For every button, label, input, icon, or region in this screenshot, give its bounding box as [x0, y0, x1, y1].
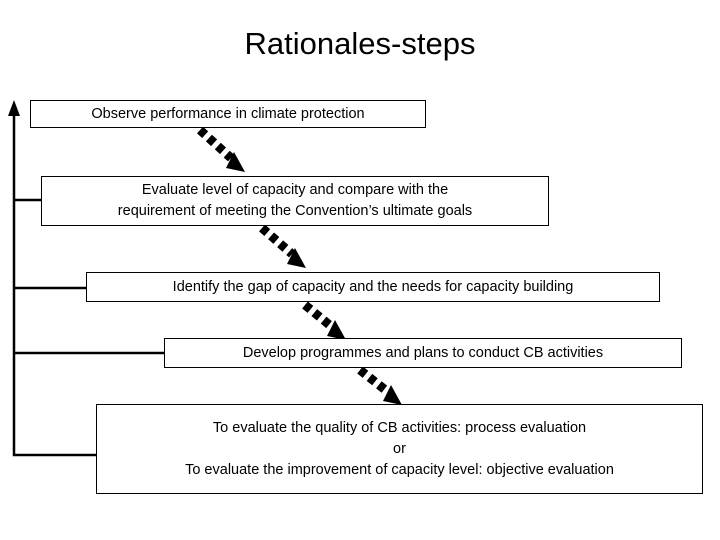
flow-step-5-line-3: To evaluate the improvement of capacity … — [185, 461, 614, 478]
flow-step-1-line-1: Observe performance in climate protectio… — [91, 105, 365, 122]
arrow-step3-step4 — [302, 301, 346, 340]
step-arrows — [196, 126, 402, 405]
feedback-connectors — [12, 114, 164, 457]
arrow-step1-step2 — [196, 126, 245, 172]
flow-step-2-line-1: Evaluate level of capacity and compare w… — [141, 182, 449, 198]
page-title: Rationales-steps — [244, 26, 476, 61]
flow-step-5: To evaluate the quality of CB activities… — [96, 404, 703, 494]
feedback-spine — [12, 114, 96, 457]
flow-step-5-line-2: or — [393, 440, 406, 457]
flow-step-1: Observe performance in climate protectio… — [30, 100, 426, 128]
arrow-step2-step3 — [259, 224, 306, 268]
flow-step-2: Evaluate level of capacity and compare w… — [41, 176, 549, 226]
arrow-step4-step5 — [357, 366, 402, 405]
flow-step-5-line-1: To evaluate the quality of CB activities… — [212, 419, 587, 436]
flow-step-2-line-2: requirement of meeting the Convention’s … — [117, 203, 473, 219]
feedback-arrowhead — [8, 100, 20, 116]
flow-step-4-line-1: Develop programmes and plans to conduct … — [242, 344, 604, 361]
flow-step-4: Develop programmes and plans to conduct … — [164, 338, 682, 368]
flow-step-3-line-1: Identify the gap of capacity and the nee… — [172, 278, 574, 295]
flow-step-3: Identify the gap of capacity and the nee… — [86, 272, 660, 302]
